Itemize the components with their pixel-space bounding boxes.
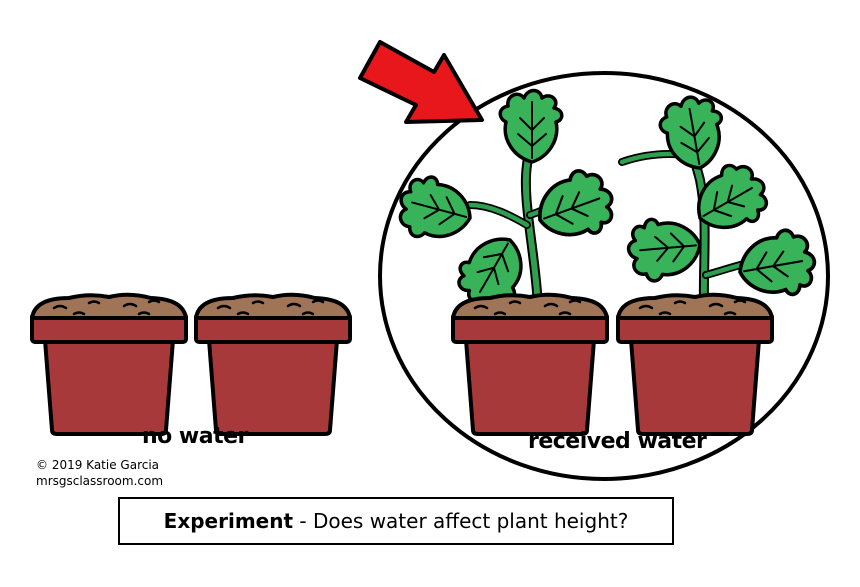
received-water-label: received water: [528, 429, 707, 454]
experiment-question: - Does water affect plant height?: [293, 509, 629, 533]
no-water-label: no water: [142, 424, 248, 449]
highlight-circle: [378, 71, 830, 481]
pot-no-water-1: [30, 292, 188, 436]
copyright-text: © 2019 Katie Garcia: [36, 458, 160, 472]
pot-no-water-2: [194, 292, 352, 436]
plant-1: [390, 88, 624, 320]
pot-received-water-1: [451, 292, 609, 436]
red-arrow-icon: [358, 40, 484, 124]
experiment-question-box: Experiment - Does water affect plant hei…: [118, 497, 674, 545]
site-text: mrsgsclassroom.com: [36, 474, 164, 488]
credit-block: © 2019 Katie Garcia mrsgsclassroom.com: [36, 457, 163, 489]
experiment-lead: Experiment: [163, 509, 294, 533]
pot-received-water-2: [616, 292, 774, 436]
plant-2: [618, 90, 822, 311]
